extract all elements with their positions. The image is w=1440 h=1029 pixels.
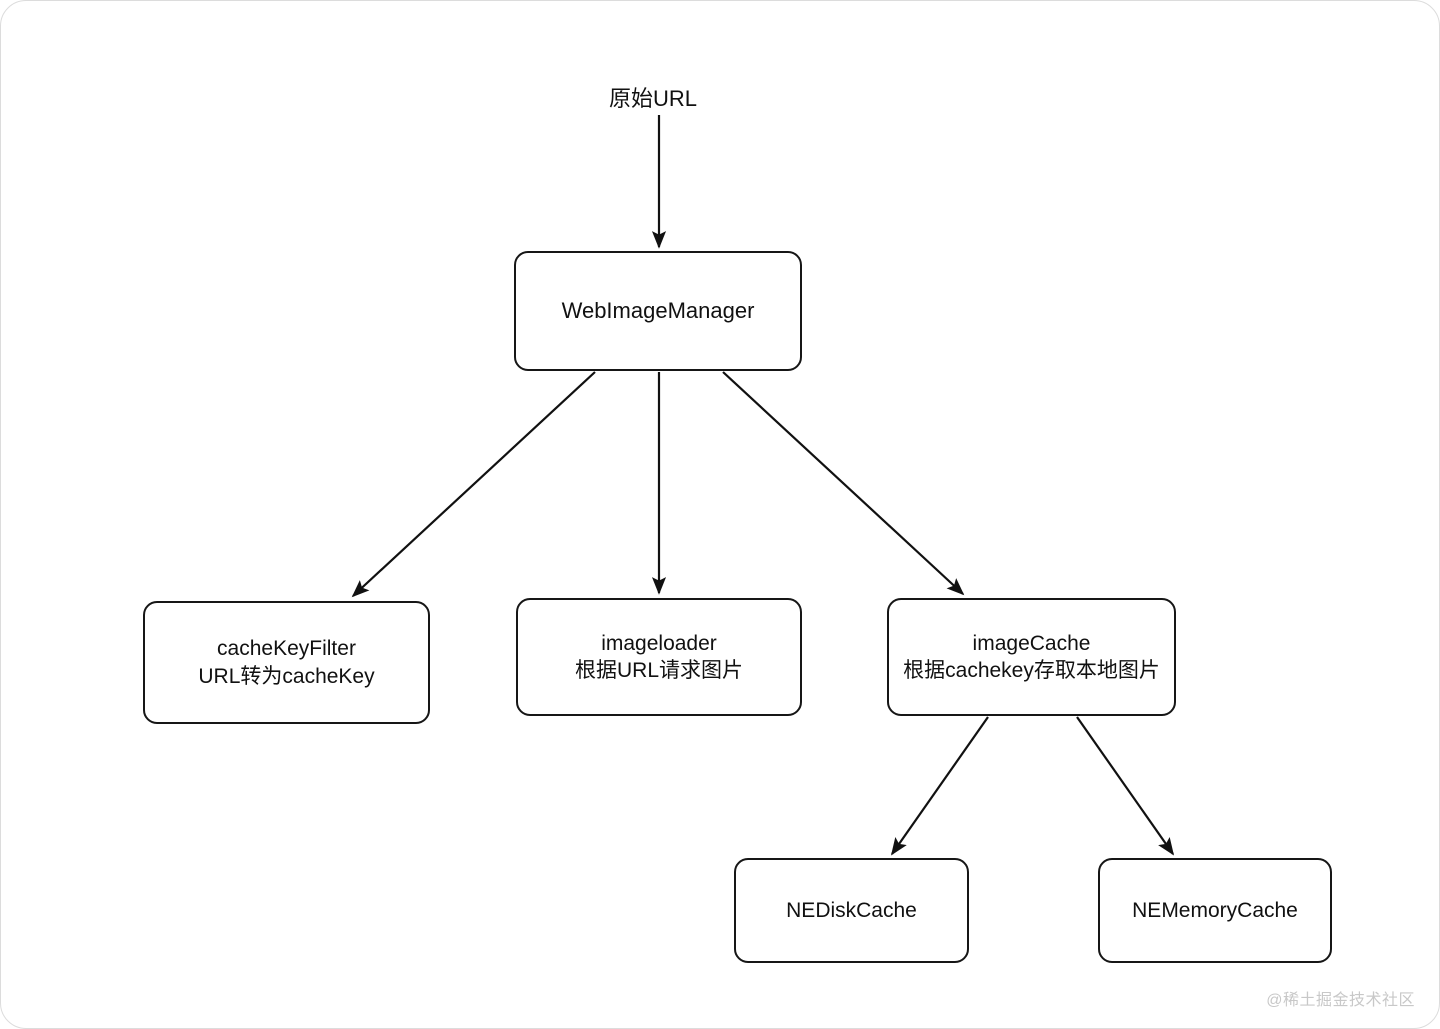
- node-nediskcache-label: NEDiskCache: [786, 898, 917, 922]
- node-imageloader-desc: 根据URL请求图片: [574, 659, 743, 682]
- node-webimagemanager-label: WebImageManager: [561, 297, 755, 323]
- node-cachekeyfilter-title: cacheKeyFilter: [217, 637, 356, 661]
- node-nememorycache-label: NEMemoryCache: [1132, 898, 1298, 922]
- node-imageloader[interactable]: imageloader 根据URL请求图片: [516, 598, 802, 716]
- node-imageloader-title: imageloader: [601, 631, 717, 655]
- node-imagecache-desc: 根据cachekey存取本地图片: [903, 659, 1160, 682]
- edge-imagecache-to-nememorycache: [1076, 716, 1175, 856]
- watermark: @稀土掘金技术社区: [1266, 992, 1415, 1009]
- edge-imagecache-to-nediskcache: [890, 716, 989, 856]
- node-nediskcache[interactable]: NEDiskCache: [734, 858, 969, 963]
- node-cachekeyfilter-desc: URL转为cacheKey: [198, 664, 375, 688]
- edge-webimagemanager-to-imagecache: [722, 371, 965, 596]
- source-url-label: 原始URL: [609, 86, 698, 111]
- edge-webimagemanager-to-cachekeyfilter: [351, 371, 596, 598]
- node-nememorycache[interactable]: NEMemoryCache: [1098, 858, 1332, 963]
- node-webimagemanager[interactable]: WebImageManager: [514, 251, 802, 371]
- node-imagecache[interactable]: imageCache 根据cachekey存取本地图片: [887, 598, 1176, 716]
- node-imagecache-title: imageCache: [972, 631, 1091, 655]
- node-cachekeyfilter[interactable]: cacheKeyFilter URL转为cacheKey: [143, 601, 430, 724]
